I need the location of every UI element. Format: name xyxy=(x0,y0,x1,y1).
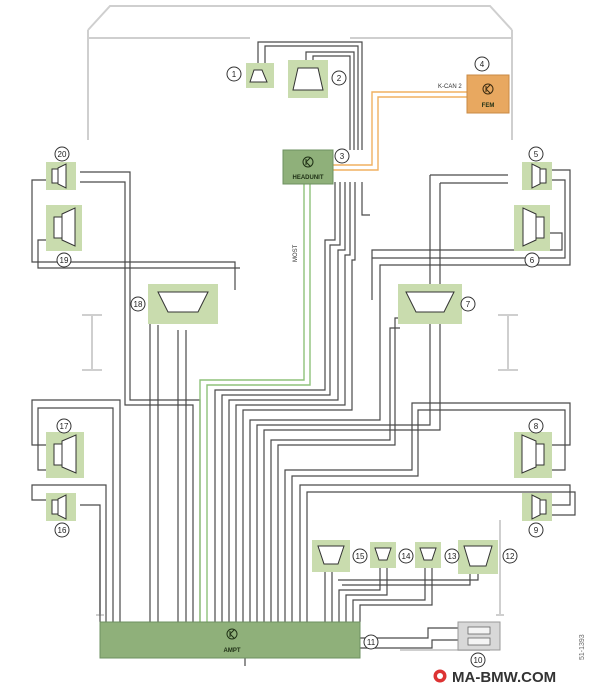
svg-text:5: 5 xyxy=(534,150,539,159)
speaker-2 xyxy=(288,60,328,98)
svg-text:20: 20 xyxy=(58,150,67,159)
kcan-label: K-CAN 2 xyxy=(438,84,462,90)
watermark-text: MA-BMW.COM xyxy=(452,669,556,686)
speaker-20 xyxy=(46,162,76,190)
callout-2: 2 xyxy=(331,70,347,86)
svg-text:7: 7 xyxy=(466,300,471,309)
speaker-19 xyxy=(46,205,82,251)
callout-1: 1 xyxy=(226,66,242,82)
kcan-bus xyxy=(333,91,470,166)
speaker-14 xyxy=(370,542,396,568)
speaker-9 xyxy=(522,493,552,521)
callout-13: 13 xyxy=(444,548,460,564)
ampt-label: AMPT xyxy=(224,648,241,654)
svg-text:19: 19 xyxy=(60,256,69,265)
svg-text:16: 16 xyxy=(58,526,67,535)
fuse-box xyxy=(457,621,501,651)
callout-9: 9 xyxy=(528,522,544,538)
svg-text:15: 15 xyxy=(356,552,365,561)
callout-16: 16 xyxy=(54,522,70,538)
callout-8: 8 xyxy=(528,418,544,434)
svg-text:14: 14 xyxy=(402,552,411,561)
headunit-module: HEADUNIT xyxy=(282,149,334,185)
fem-label: FEM xyxy=(482,103,495,109)
speaker-8 xyxy=(514,432,552,478)
svg-text:3: 3 xyxy=(340,152,345,161)
callout-7: 7 xyxy=(460,296,476,312)
svg-text:1: 1 xyxy=(232,70,237,79)
svg-text:10: 10 xyxy=(474,656,483,665)
svg-text:17: 17 xyxy=(60,422,69,431)
svg-text:6: 6 xyxy=(530,256,535,265)
watermark: MA-BMW.COM xyxy=(432,668,556,686)
callout-5: 5 xyxy=(528,146,544,162)
callout-17: 17 xyxy=(56,418,72,434)
svg-text:8: 8 xyxy=(534,422,539,431)
callout-6: 6 xyxy=(524,252,540,268)
callout-12: 12 xyxy=(502,548,518,564)
svg-text:4: 4 xyxy=(480,60,485,69)
callout-20: 20 xyxy=(54,146,70,162)
svg-text:9: 9 xyxy=(534,526,539,535)
speaker-16 xyxy=(46,493,76,521)
callout-3: 3 xyxy=(334,148,350,164)
callout-11: 11 xyxy=(363,634,379,650)
svg-text:12: 12 xyxy=(506,552,515,561)
svg-text:2: 2 xyxy=(337,74,342,83)
fem-module: FEM xyxy=(466,74,510,114)
most-label: MOST xyxy=(293,244,299,262)
callout-15: 15 xyxy=(352,548,368,564)
callout-10: 10 xyxy=(470,652,486,668)
callout-14: 14 xyxy=(398,548,414,564)
callout-19: 19 xyxy=(56,252,72,268)
speaker-15 xyxy=(312,540,350,572)
svg-text:18: 18 xyxy=(134,300,143,309)
speaker-18 xyxy=(148,284,218,324)
speaker-1 xyxy=(246,63,274,88)
svg-text:13: 13 xyxy=(448,552,457,561)
speaker-6 xyxy=(514,205,550,251)
svg-text:11: 11 xyxy=(367,638,376,647)
speaker-13 xyxy=(415,542,441,568)
speaker-17 xyxy=(46,432,84,478)
speaker-5 xyxy=(522,162,552,190)
speaker-7 xyxy=(398,284,462,324)
callout-4: 4 xyxy=(474,56,490,72)
speaker-12 xyxy=(458,540,498,574)
image-code: 51-1393 xyxy=(579,634,586,660)
most-bus xyxy=(199,182,305,622)
amplifier-module: AMPT xyxy=(99,621,361,659)
callout-18: 18 xyxy=(130,296,146,312)
headunit-label: HEADUNIT xyxy=(293,175,324,181)
